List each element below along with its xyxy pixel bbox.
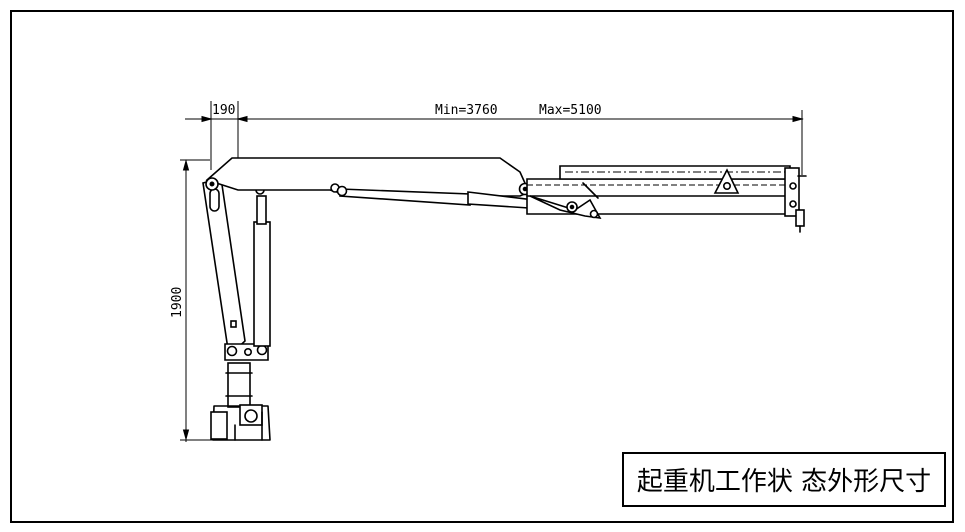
offset-dimension-label: 190 (212, 103, 235, 118)
min-reach-label: Min=3760 (435, 103, 498, 118)
height-dimension-label: 1900 (170, 287, 185, 318)
top-dimension: 190 Min=3760 Max=5100 (185, 101, 804, 180)
boom-tip (784, 167, 807, 233)
main-cylinder (253, 185, 271, 347)
max-reach-label: Max=5100 (539, 103, 602, 118)
height-dimension: 1900 (170, 159, 215, 442)
main-boom (205, 157, 532, 197)
outer-boom (526, 165, 796, 220)
drawing-border (10, 10, 954, 523)
title-block: 起重机工作状 态外形尺寸 (622, 452, 946, 507)
title-text: 起重机工作状 态外形尺寸 (637, 467, 931, 497)
crane-base (210, 362, 271, 441)
